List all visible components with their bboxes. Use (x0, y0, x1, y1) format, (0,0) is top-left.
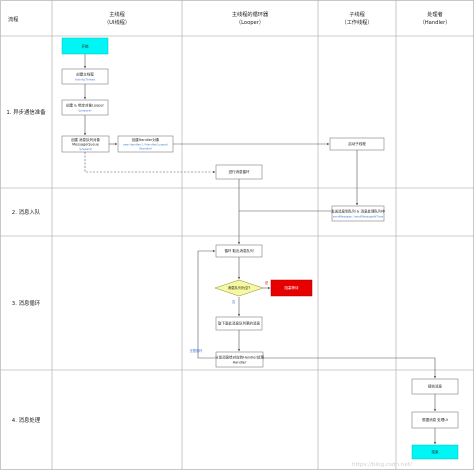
node-send-message-sub: sendMessage / sendMessageAtTime (333, 215, 384, 219)
header-sub-thread-sub: （工作线程） (341, 18, 372, 26)
header-main-thread-sub: （UI线程） (104, 18, 130, 26)
node-enter-loop[interactable]: 进行消息循环 (215, 164, 263, 180)
phase-3-label: 3. 消息循环 (12, 299, 41, 307)
node-start-sub-thread[interactable]: 启动子线程 (329, 137, 385, 151)
header-process: 流程 (8, 15, 18, 23)
node-create-main-thread-text: 创建主线程 (76, 72, 94, 77)
node-receive-message-text: 接收消息 (428, 384, 442, 389)
node-create-looper-sub: （prepare） (77, 109, 93, 113)
edge-queue-to-loop-dashed (84, 152, 216, 174)
node-block-wait[interactable]: 阻塞等待 (270, 279, 313, 297)
node-enter-loop-text: 进行消息循环 (229, 169, 250, 174)
node-send-message-text: 发送消息到队列 & 消息处理队列中 (331, 209, 385, 214)
node-create-queue-text2: MessageQueue (72, 143, 99, 147)
node-start-text: 开始 (82, 44, 89, 49)
connectors (83, 54, 437, 445)
node-receive-message[interactable]: 接收消息 (411, 378, 459, 395)
header-looper-sub: （Looper） (236, 19, 264, 26)
phase-1-label: 1. 异步通信准备 (6, 108, 46, 116)
header-main-thread: 主线程 (109, 10, 125, 18)
header-handler: 处理者 (427, 10, 443, 18)
node-create-queue-text: 创建 消息队列对象 (71, 137, 101, 142)
node-fetch-message-text: 取下面此消息队列里的消息 (218, 321, 260, 326)
node-dispatch-message[interactable]: 分发消息给对应的Handler处理 Handler (215, 351, 264, 368)
node-decision-queue-empty[interactable]: 消息队列为空? (214, 279, 264, 297)
header-sub-thread: 子线程 (349, 10, 365, 18)
node-loop-get-text: 循环 取出消息队列 (224, 248, 254, 253)
node-create-queue-sub: （prepare） (77, 147, 93, 151)
node-send-message[interactable]: 发送消息到队列 & 消息处理队列中 sendMessage / sendMess… (331, 205, 385, 222)
node-start[interactable]: 开始 (61, 37, 109, 55)
node-dispatch-message-sub: Handler (233, 361, 247, 365)
node-dispatch-message-text: 分发消息给对应的Handler处理 (215, 355, 264, 360)
edge-label-yes: 是 (265, 280, 269, 285)
node-loop-get[interactable]: 循环 取出消息队列 (215, 244, 263, 258)
node-end-text: 结束 (432, 449, 440, 454)
node-create-main-thread[interactable]: 创建主线程 ActivityThread (61, 68, 109, 85)
header-handler-sub: （Handler） (420, 19, 451, 26)
node-create-looper[interactable]: 创建 & 绑定对象Looper （prepare） (61, 99, 109, 116)
node-fetch-message[interactable]: 取下面此消息队列里的消息 (215, 316, 263, 331)
node-decision-text: 消息队列为空? (228, 285, 251, 290)
node-start-sub-thread-text: 启动子线程 (348, 141, 366, 146)
node-create-looper-text: 创建 & 绑定对象Looper (66, 103, 105, 108)
phase-2-label: 2. 消息入队 (12, 208, 41, 216)
edge-loop-back (197, 249, 216, 359)
node-create-handler-sub2: （Handler） (137, 147, 154, 151)
node-create-handler[interactable]: 创建Handler对象 new Handler() / Handler(Loop… (117, 135, 174, 153)
node-create-handler-sub: new Handler() / Handler(Looper) (123, 143, 168, 147)
node-handle-ui[interactable]: 根据消息 处理UI (411, 411, 459, 429)
node-create-handler-text: 创建Handler对象 (132, 137, 160, 142)
node-create-main-thread-sub: ActivityThread (75, 78, 95, 82)
node-block-wait-text: 阻塞等待 (285, 285, 299, 290)
phase-4-label: 4. 消息处理 (12, 416, 41, 424)
node-handle-ui-text: 根据消息 处理UI (422, 417, 448, 422)
edge-label-loop-back: 无限循环 (190, 348, 203, 353)
node-end[interactable]: 结束 (411, 444, 459, 460)
header-looper: 主线程的循环器 (232, 10, 269, 18)
edge-label-no: 否 (232, 300, 236, 304)
edge-dispatch-to-receive (263, 357, 437, 379)
watermark: https://blog.csdn.net/ (352, 462, 412, 468)
node-create-queue[interactable]: 创建 消息队列对象 MessageQueue （prepare） (61, 135, 110, 153)
